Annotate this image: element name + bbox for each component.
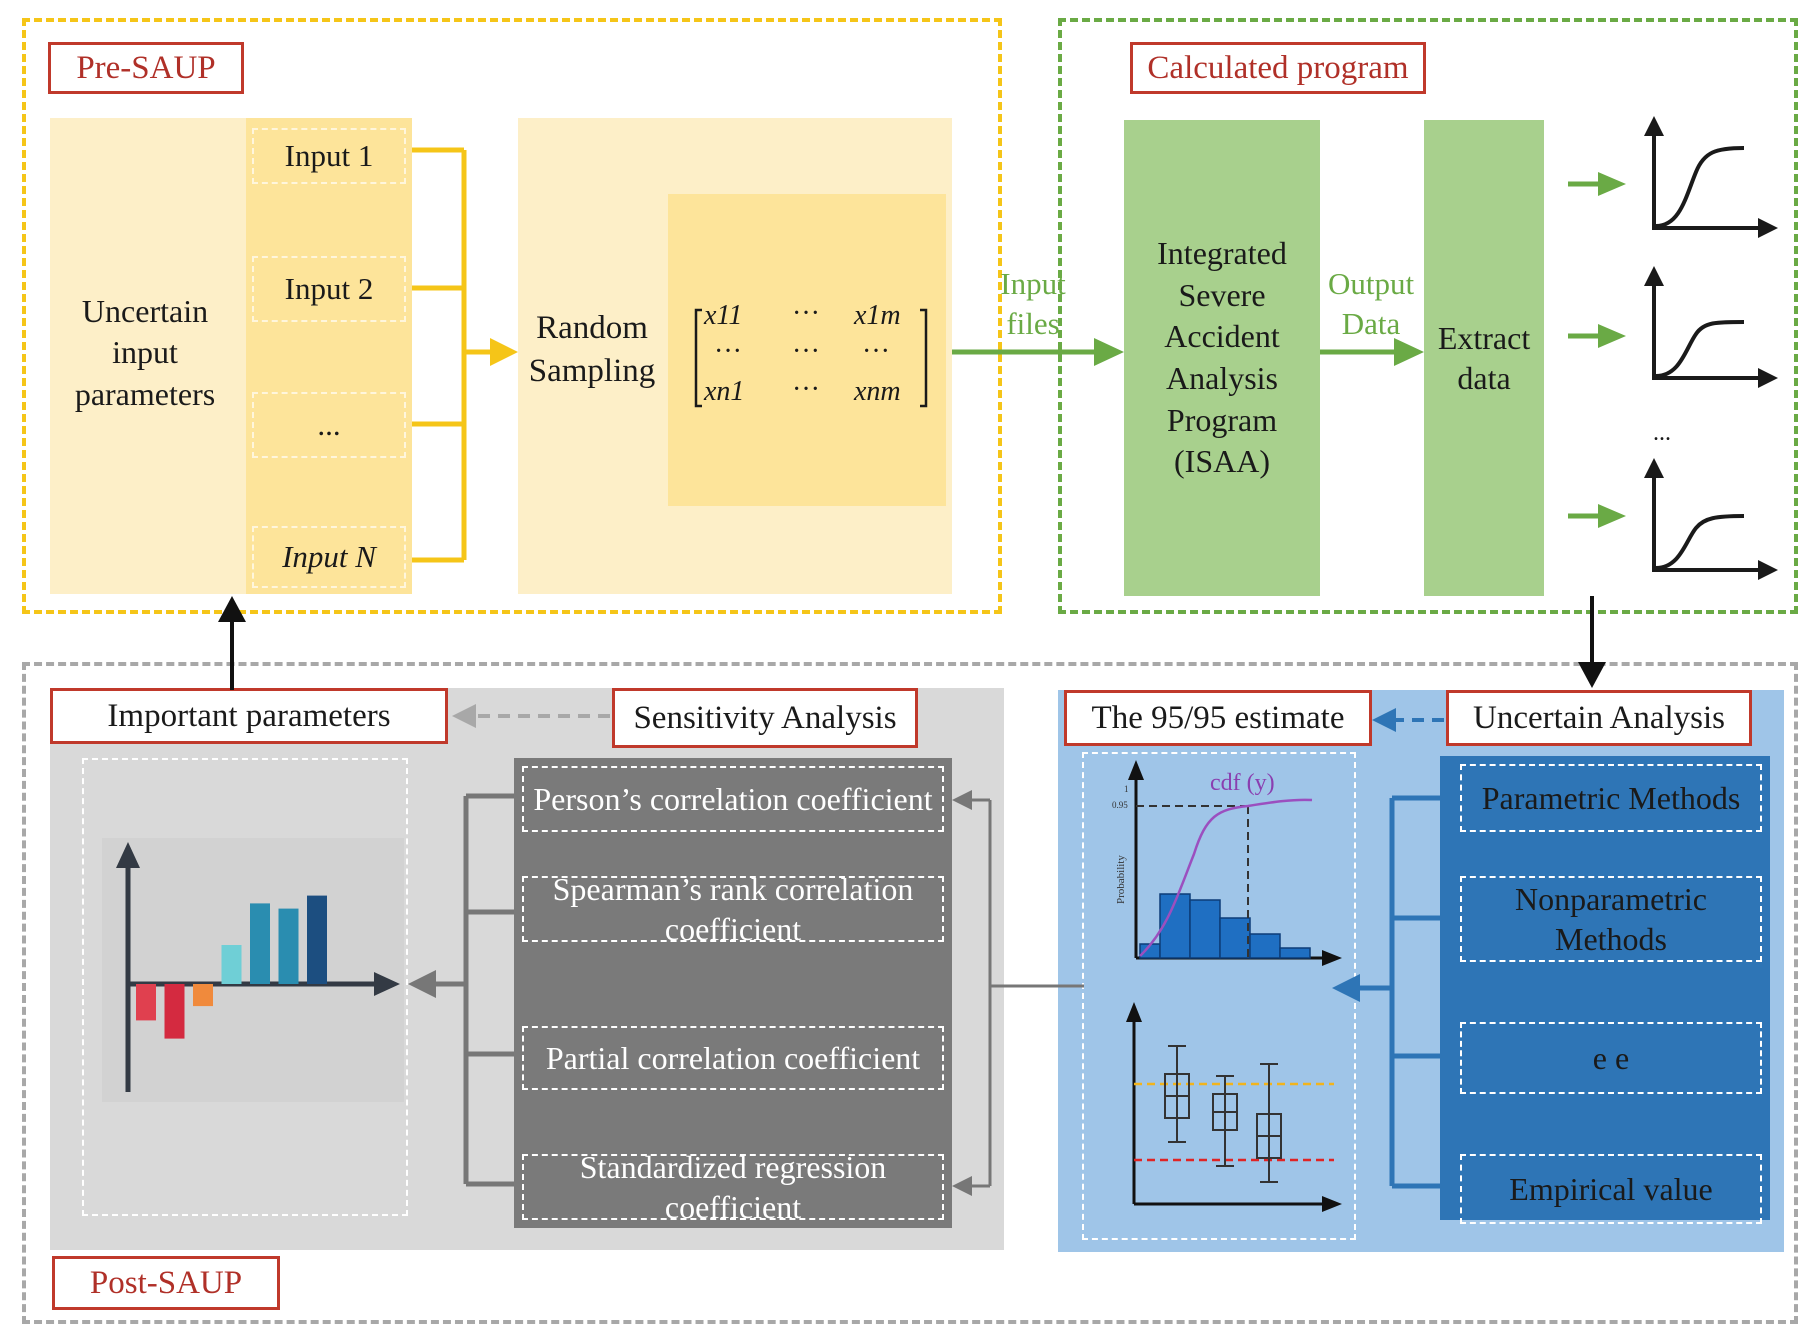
probability-axis-label: Probability [1115,855,1127,904]
matrix-r2c2: ··· [792,336,820,367]
input-n-box: Input N [252,526,406,588]
pearson-coefficient-box: Person’s correlation coefficient [522,766,944,832]
sensitivity-bar-chart [116,842,400,1092]
matrix-r1c1: x11 [703,300,742,331]
cdf-histogram-plot: cdf (y) 1 0.95 Probability [1112,760,1342,966]
input-2-box: Input 2 [252,256,406,322]
extract-data-box: Extract data [1424,120,1544,596]
input-1-box: Input 1 [252,128,406,184]
cdf-tick-1: 1 [1124,784,1129,794]
sensitivity-analysis-title: Sensitivity Analysis [612,688,918,748]
methods-panel [1440,756,1770,1220]
sensitivity-bar [193,984,213,1007]
matrix-r2c1: ··· [714,336,742,367]
matrix-r3c2: ··· [792,374,820,405]
sensitivity-bar [221,945,242,984]
sensitivity-bar [136,984,156,1021]
matrix-r3c1: xn1 [703,376,744,407]
sensitivity-bar [307,895,327,984]
post-saup-frame [22,662,1798,1324]
box-plot [1126,1002,1342,1212]
hist-bar [1219,917,1251,959]
sampling-matrix-box [668,194,946,506]
parametric-methods-box: Parametric Methods [1460,764,1762,832]
calculated-program-title: Calculated program [1130,42,1426,94]
output-data-label: Output Data [1327,266,1415,342]
coefficients-panel [514,758,952,1228]
matrix-left-bracket [694,308,702,408]
standardized-coefficient-box: Standardized regression coefficient [522,1149,944,1225]
partial-coefficient-box: Partial correlation coefficient [522,1026,944,1090]
matrix-r2c3: ··· [862,336,890,367]
uncertain-analysis-title: Uncertain Analysis [1446,690,1752,746]
matrix-right-bracket [920,308,928,408]
empirical-value-box: Empirical value [1460,1154,1762,1224]
hist-bar [1279,947,1311,959]
isaa-box: Integrated Severe Accident Analysis Prog… [1124,120,1320,596]
nonparametric-methods-box: Nonparametric Methods [1460,876,1762,962]
matrix-r1c2: ··· [792,298,820,329]
sensitivity-chart-card [82,758,408,1216]
uncertain-params-label: Uncertain input parameters [74,292,216,412]
cdf-curve [1139,798,1313,957]
spearman-coefficient-box: Spearman’s rank correlation coefficient [522,871,944,947]
sensitivity-bar [278,908,299,984]
other-methods-box: e e [1460,1022,1762,1094]
inputs-column [246,118,412,594]
sensitivity-bar [250,903,270,984]
matrix-r1c3: x1m [853,300,901,331]
cdf-label: cdf (y) [1210,770,1275,796]
hist-bar [1249,933,1281,959]
pre-saup-title: Pre-SAUP [48,42,244,94]
cdf-tick-095: 0.95 [1112,800,1128,810]
matrix-r3c3: xnm [853,376,901,407]
sampling-matrix: x11 ··· x1m ··· ··· ··· xn1 ··· xnm [694,298,928,408]
hist-bar [1189,899,1221,959]
sensitivity-bar [164,984,185,1039]
curves-ellipsis: ... [1653,419,1671,446]
hist-bar [1159,893,1191,959]
calculated-program-frame [1058,18,1798,614]
bar-chart-x-arrow [374,972,400,996]
box-y-arrow [1126,1002,1142,1022]
box-x-arrow [1322,1196,1342,1212]
random-sampling-label: Random Sampling [528,310,656,389]
pre-saup-frame [22,18,1002,614]
important-parameters-title: Important parameters [50,688,448,744]
bar-chart-y-arrow [116,842,140,868]
cdf-x-arrow [1322,950,1342,966]
input-ellipsis-box: ... [252,392,406,458]
post-saup-title: Post-SAUP [52,1256,280,1310]
estimate-title: The 95/95 estimate [1064,690,1372,746]
cdf-y-arrow [1128,760,1144,780]
input-files-label: Input files [1000,266,1066,342]
